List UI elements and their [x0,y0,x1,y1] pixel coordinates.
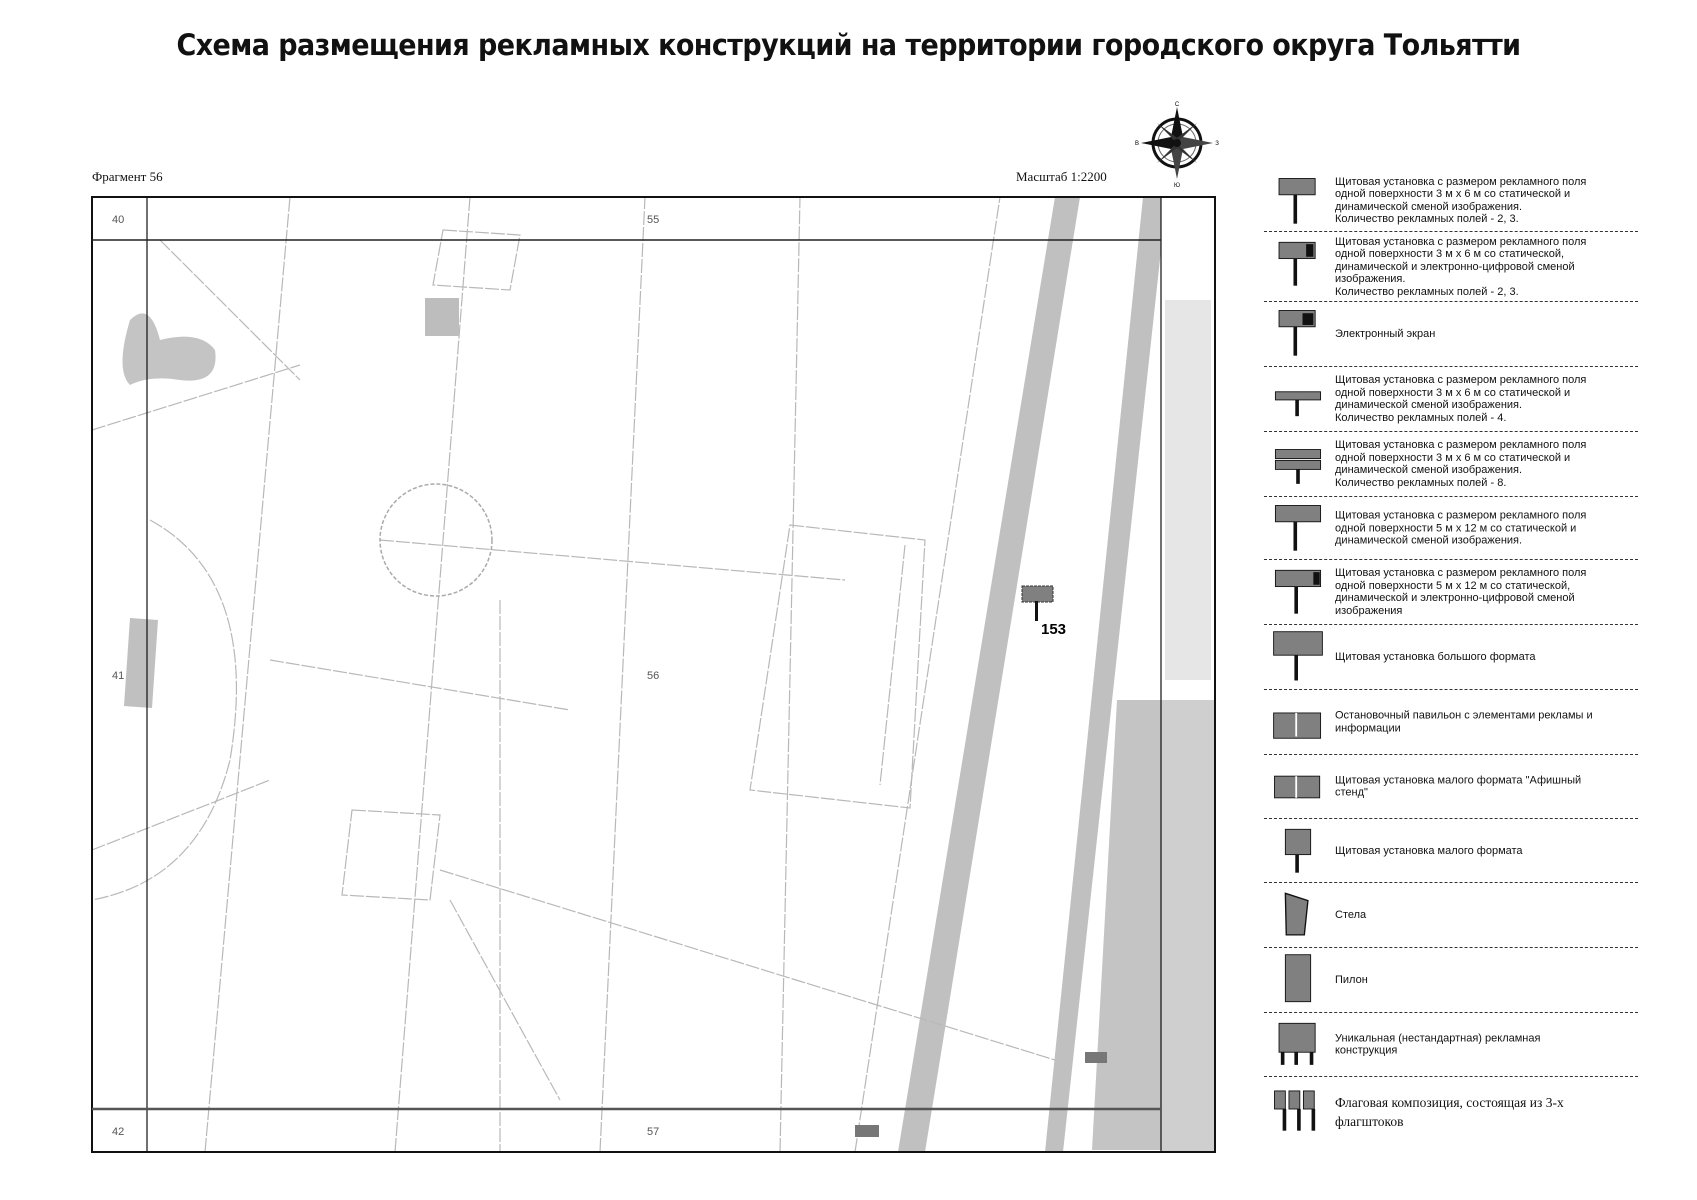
legend-item-label: Щитовая установка с размером рекламного … [1335,439,1587,489]
grid-label-41: 41 [112,670,124,682]
poster-stand-marker [1085,1052,1107,1063]
grid-label-57: 57 [647,1126,659,1138]
green-area [1092,700,1161,1150]
legend-item-label: Пилон [1335,973,1368,986]
legend-item-label: Щитовая установка с размером рекламного … [1335,567,1587,617]
pond [122,313,216,385]
poster-stand-icon [1274,775,1321,799]
legend-item-label: Стела [1335,908,1367,921]
legend-item-label: Остановочный павильон с элементами рекла… [1335,709,1593,735]
compass-west: В [1135,141,1139,147]
billboard-8-fields-icon [1274,449,1322,484]
building [425,298,459,336]
legend-item-label: Щитовая установка большого формата [1335,650,1536,663]
legend-item: Стела [1264,883,1638,948]
legend-item: Флаговая композиция, состоящая из 3-х фл… [1264,1077,1638,1147]
legend-item: Пилон [1264,948,1638,1013]
legend-item-label: Щитовая установка с размером рекламного … [1335,374,1587,424]
building [124,618,158,708]
legend-item: Уникальная (нестандартная) рекламная кон… [1264,1013,1638,1077]
legend-item: Щитовая установка малого формата "Афишны… [1264,755,1638,819]
legend-item-label: Щитовая установка малого формата "Афишны… [1335,774,1582,799]
legend-item-label: Флаговая композиция, состоящая из 3-х фл… [1335,1095,1564,1129]
large-format-billboard-icon [1273,631,1323,681]
billboard-3x6-icon [1278,178,1316,224]
billboard-3x6-digital-icon [1278,241,1316,286]
legend-item: Щитовая установка с размером рекламного … [1264,560,1638,625]
electronic-screen-icon [1278,310,1316,356]
grid-label-42: 42 [112,1126,124,1138]
fragment-label: Фрагмент 56 [92,169,163,184]
compass-east: З [1215,141,1219,147]
marker-label: 153 [1041,621,1066,638]
road [1045,197,1161,1152]
grid-label-56: 56 [647,670,659,682]
road [898,197,1080,1152]
legend-item-label: Щитовая установка с размером рекламного … [1335,509,1587,547]
poster-stand-marker [855,1125,879,1137]
grid-label-40: 40 [112,214,124,226]
legend-item: Щитовая установка малого формата [1264,819,1638,883]
legend-item-label: Уникальная (нестандартная) рекламная кон… [1335,1032,1541,1057]
legend: Щитовая установка с размером рекламного … [1264,170,1638,1147]
compass-south: Ю [1174,183,1180,189]
pylon-icon [1284,954,1312,1003]
map-area: 40 55 41 56 42 57 [91,196,1216,1153]
legend-item: Щитовая установка с размером рекламного … [1264,170,1638,232]
grid-label-55: 55 [647,214,659,226]
unique-structure-icon [1278,1022,1316,1065]
stele-icon [1284,892,1309,936]
legend-item: Остановочный павильон с элементами рекла… [1264,690,1638,755]
marker-153[interactable]: 153 [1021,585,1066,638]
small-format-billboard-icon [1284,828,1312,873]
compass-north: С [1175,102,1180,108]
green-area-strip-top [1165,300,1211,680]
legend-item: Щитовая установка с размером рекламного … [1264,232,1638,302]
billboard-5x12-icon [1274,505,1322,551]
billboard-5x12-digital-icon [1274,569,1322,614]
legend-item-label: Электронный экран [1335,327,1436,340]
legend-item: Щитовая установка с размером рекламного … [1264,497,1638,560]
legend-item-label: Щитовая установка малого формата [1335,844,1523,857]
compass-rose-icon: С Ю В З [1135,102,1219,189]
bus-stop-pavilion-icon [1273,712,1322,739]
legend-item-label: Щитовая установка с размером рекламного … [1335,235,1587,298]
billboard-4-fields-icon [1274,391,1322,417]
legend-item: Электронный экран [1264,302,1638,367]
legend-item: Щитовая установка большого формата [1264,625,1638,690]
scale-label: Масштаб 1:2200 [1016,169,1107,184]
legend-item-label: Щитовая установка с размером рекламного … [1335,175,1587,226]
page-title: Схема размещения рекламных конструкций н… [176,28,1521,62]
flag-composition-icon [1274,1090,1316,1131]
green-area-strip [1161,700,1215,1152]
legend-item: Щитовая установка с размером рекламного … [1264,367,1638,432]
legend-item: Щитовая установка с размером рекламного … [1264,432,1638,497]
